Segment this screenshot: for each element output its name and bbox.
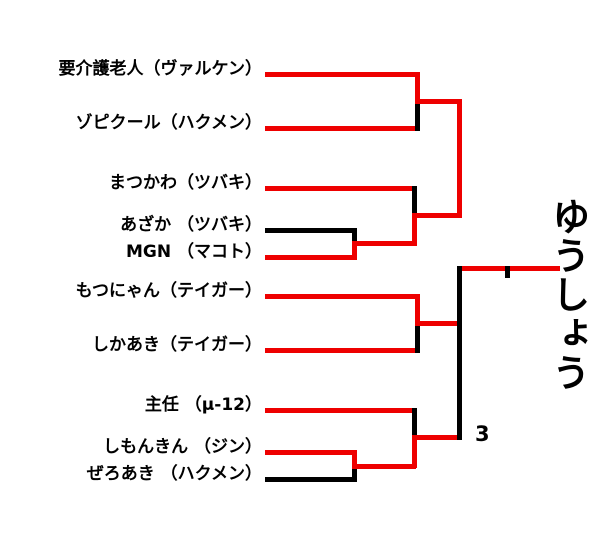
conn-final — [505, 266, 510, 278]
line-e9 — [265, 450, 355, 455]
entrant-label: まつかわ（ツバキ） — [109, 173, 262, 193]
line-e2 — [265, 126, 415, 131]
entrant-label: しかあき（テイガー） — [92, 335, 262, 355]
line-pre2 — [352, 464, 416, 469]
third-place-label: 3 — [475, 422, 490, 446]
line-e6 — [265, 294, 415, 299]
conn-qf2b — [412, 213, 417, 246]
entrant-label: あざか （ツバキ） — [120, 215, 262, 235]
entrant-label: 主任 （μ-12） — [144, 395, 262, 415]
line-e1 — [265, 72, 415, 77]
conn-qf3b — [415, 321, 420, 353]
line-e3 — [265, 186, 415, 191]
conn-pre2b — [352, 450, 357, 469]
entrant-label: しもんきん （ジン） — [103, 437, 262, 457]
conn-qf1-top — [415, 72, 420, 123]
line-qf4 — [412, 435, 462, 440]
line-qf2 — [412, 213, 462, 218]
conn-pre1b — [352, 241, 357, 260]
line-e7 — [265, 348, 415, 353]
line-qf3 — [415, 321, 462, 326]
conn-qf1-bot2 — [415, 99, 420, 131]
line-e4 — [265, 228, 355, 233]
entrant-label: ぜろあき （ハクメン） — [86, 464, 262, 484]
line-final — [505, 266, 560, 271]
conn-sf1 — [457, 99, 462, 217]
entrant-label: もつにゃん（テイガー） — [75, 281, 262, 301]
line-e10 — [265, 477, 355, 482]
line-sf1 — [457, 266, 507, 271]
entrant-label: MGN （マコト） — [125, 242, 262, 262]
line-qf1 — [415, 99, 462, 104]
conn-sf2 — [457, 266, 462, 440]
conn-qf4b — [412, 435, 417, 468]
conn-qf3 — [415, 294, 420, 345]
champion-label: ゆうしょう — [545, 197, 590, 392]
entrant-label: ゾピクール（ハクメン） — [75, 113, 262, 133]
line-e8 — [265, 408, 415, 413]
line-pre1 — [352, 241, 416, 246]
entrant-label: 要介護老人（ヴァルケン） — [58, 59, 263, 79]
line-e5 — [265, 255, 355, 260]
